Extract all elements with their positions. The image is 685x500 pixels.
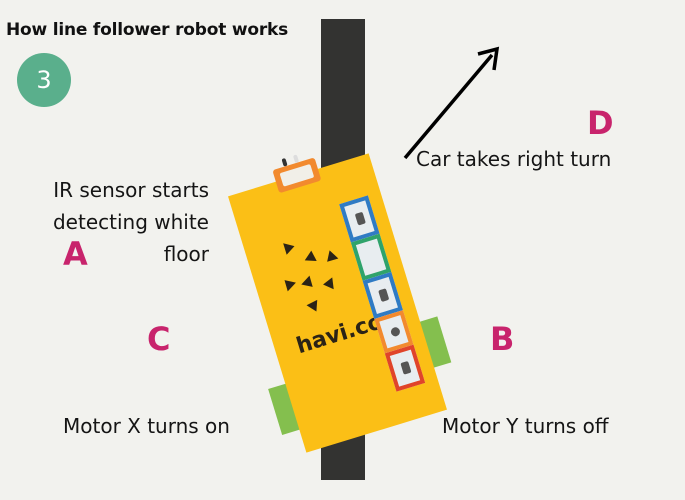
step-number: 3 [36,66,52,94]
annotation-a-text: IR sensor starts detecting white floor [34,174,209,270]
arrow-shaft [403,53,494,160]
annotation-a-line: IR sensor starts [53,178,209,202]
annotation-d-letter: D [587,104,614,142]
annotation-b-text: Motor Y turns off [442,414,609,438]
arrow-head-icon [477,46,500,71]
annotation-c-letter: C [147,320,171,358]
annotation-a-line: floor [163,242,209,266]
annotation-a-line: detecting white [52,210,209,234]
page-title: How line follower robot works [6,20,289,40]
step-badge: 3 [17,53,71,107]
annotation-d-text: Car takes right turn [416,147,612,171]
annotation-b-letter: B [490,320,515,358]
annotation-a-letter: A [63,235,88,273]
annotation-c-text: Motor X turns on [63,414,230,438]
